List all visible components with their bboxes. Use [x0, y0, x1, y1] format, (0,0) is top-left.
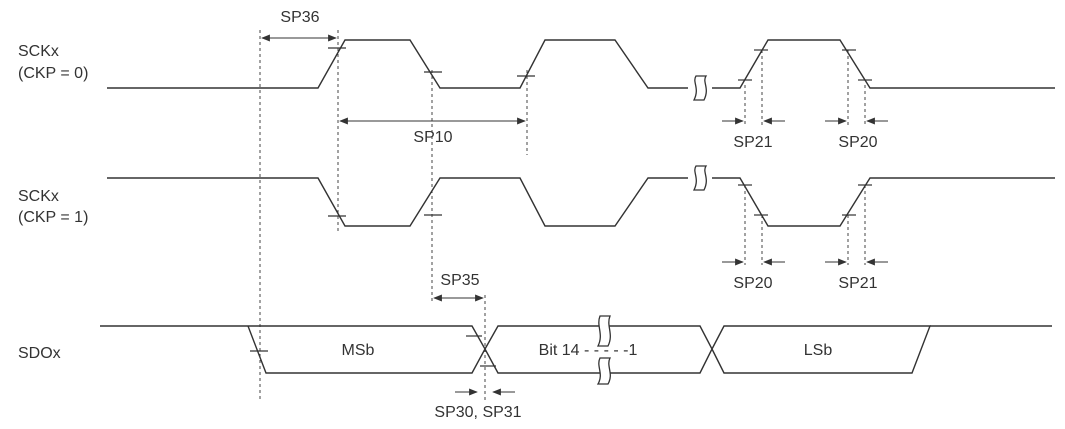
data-bit-lsb: LSb — [804, 342, 833, 359]
signal-label-sckx-ckp0: SCKx — [18, 43, 59, 60]
waveform-sckx-ckp0 — [107, 39, 1055, 89]
timing-label-sp10: SP10 — [413, 129, 452, 146]
timing-label-sp20-top: SP20 — [838, 134, 877, 151]
timing-label-sp20-mid: SP20 — [733, 275, 772, 292]
signal-label-sckx-ckp1: SCKx — [18, 188, 59, 205]
waveform-sdox — [100, 325, 1052, 374]
timing-label-sp30-sp31: SP30, SP31 — [434, 404, 521, 421]
timing-label-sp21-mid: SP21 — [838, 275, 877, 292]
waveform-break-sck0 — [692, 75, 708, 101]
waveform-break-sck1 — [692, 165, 708, 191]
data-bit-middle: Bit 14 - - - - -1 — [539, 342, 638, 359]
timing-label-sp21-top: SP21 — [733, 134, 772, 151]
timing-label-sp36: SP36 — [280, 9, 319, 26]
signal-mode-ckp0: (CKP = 0) — [18, 65, 88, 82]
waveform-break-sdo — [596, 315, 612, 385]
waveform-sckx-ckp1 — [107, 177, 1055, 227]
signal-label-sdox: SDOx — [18, 345, 61, 362]
signal-mode-ckp1: (CKP = 1) — [18, 209, 88, 226]
timing-label-sp35: SP35 — [440, 272, 479, 289]
data-bit-msb: MSb — [342, 342, 375, 359]
